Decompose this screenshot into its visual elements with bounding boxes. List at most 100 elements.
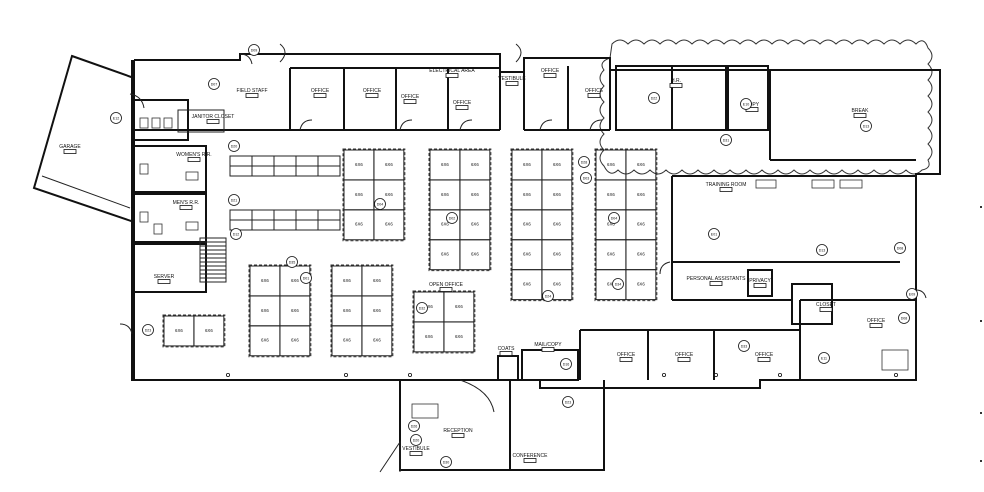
cubicle-label: 6X6 — [261, 338, 269, 343]
room-label: OFFICE — [585, 88, 604, 94]
cubicle-label: 6X6 — [637, 222, 645, 227]
cubicle-label: 6X6 — [425, 304, 433, 309]
cubicle-label: 6X6 — [441, 252, 449, 257]
room-number-tag — [505, 81, 519, 86]
callout-label: D35 — [289, 260, 296, 264]
callout-circle — [416, 302, 428, 314]
cubicle-label: 6X6 — [441, 162, 449, 167]
callout-label: D26 — [411, 424, 418, 428]
room-label: OFFICE — [363, 88, 382, 94]
cubicle-label: 6X6 — [343, 308, 351, 313]
room-number-tag — [541, 347, 555, 352]
callout-label: D13 — [863, 124, 870, 128]
callout-label: D23 — [565, 400, 572, 404]
callout-circle — [440, 456, 452, 468]
cubicle-label: 6X6 — [553, 192, 561, 197]
callout: D08 — [894, 242, 906, 254]
callout-circle — [906, 288, 918, 300]
callout-label: D22 — [651, 96, 658, 100]
room-label: CONFERENCE — [512, 453, 548, 459]
callout-label: D04 — [611, 216, 618, 220]
room-label: COATS — [498, 346, 516, 352]
floor-markers — [225, 372, 899, 377]
cubicle-label: 6X6 — [637, 162, 645, 167]
callout: D33 — [738, 340, 750, 352]
callout: D03 — [580, 172, 592, 184]
callout-circle — [562, 396, 574, 408]
cubicle-label: 6X6 — [373, 308, 381, 313]
callout-circle — [720, 134, 732, 146]
callout-circle — [446, 212, 458, 224]
callout-label: D02 — [449, 216, 456, 220]
room-number-tag — [245, 93, 259, 98]
callout-label: D30 — [443, 460, 450, 464]
callout: D26 — [408, 420, 420, 432]
callout-label: E10 — [743, 102, 749, 106]
callout: D20 — [228, 140, 240, 152]
callout-circle — [740, 98, 752, 110]
callout-label: D04 — [377, 202, 384, 206]
callout: D08 — [898, 312, 910, 324]
cubicle-label: 6X6 — [355, 222, 363, 227]
room-label: PRIVACY — [749, 278, 771, 284]
cubicle-label: 6X6 — [553, 282, 561, 287]
cubicle-label: 6X6 — [385, 162, 393, 167]
cubicle-label: 6X6 — [343, 278, 351, 283]
callout-label: D28 — [581, 160, 588, 164]
callout: D07 — [208, 78, 220, 90]
room-label: FIELD STAFF — [236, 88, 267, 94]
callout: E12 — [110, 112, 122, 124]
callout: D12 — [230, 228, 242, 240]
cubicle-label: 6X6 — [553, 222, 561, 227]
callout-circle — [816, 244, 828, 256]
callout-label: D09 — [251, 48, 258, 52]
cubicle-label: 6X6 — [291, 338, 299, 343]
revision-cloud — [599, 39, 933, 175]
room-number-tag — [445, 73, 459, 78]
room-number-tag — [869, 323, 883, 328]
callout: D34 — [612, 278, 624, 290]
cubicle-label: 6X6 — [471, 192, 479, 197]
callout-label: D21 — [231, 198, 238, 202]
callout: D02 — [446, 212, 458, 224]
callout-label: D12 — [233, 232, 240, 236]
callout-circle — [898, 312, 910, 324]
room-label: OFFICE — [541, 68, 560, 74]
callout-label: D16 — [563, 362, 570, 366]
cubicle-label: 6X6 — [455, 304, 463, 309]
room-label: WOMEN'S R.R. — [176, 152, 211, 158]
room-number-tag — [499, 351, 513, 356]
room-number-tag — [206, 119, 220, 124]
cubicle-label: 6X6 — [291, 308, 299, 313]
room-number-tag — [523, 458, 537, 463]
cubicle-label: 6X6 — [553, 252, 561, 257]
cubicle-label: 6X6 — [355, 192, 363, 197]
callout-circle — [374, 198, 386, 210]
callout-circle — [110, 112, 122, 124]
room-number-tag — [757, 357, 771, 362]
callout-circle — [560, 358, 572, 370]
callout-label: D20 — [231, 144, 238, 148]
room-number-tag — [157, 279, 171, 284]
cubicle-label: 6X6 — [523, 252, 531, 257]
room-label: OFFICE — [617, 352, 636, 358]
cubicle-label: 6X6 — [441, 222, 449, 227]
cubicle-label: 6X6 — [637, 282, 645, 287]
cubicle-label: 6X6 — [607, 162, 615, 167]
cubicle-label: 6X6 — [261, 278, 269, 283]
room-label: BREAK — [852, 108, 870, 114]
cubicle-label: 6X6 — [471, 162, 479, 167]
room-number-tag — [543, 73, 557, 78]
callout: D04 — [608, 212, 620, 224]
cubicle-label: 6X6 — [175, 328, 183, 333]
callout: D28 — [578, 156, 590, 168]
door-swings — [119, 43, 927, 335]
room-number-tag — [365, 93, 379, 98]
room-label: OFFICE — [755, 352, 774, 358]
callout: E11 — [818, 352, 830, 364]
callout: D32 — [416, 302, 428, 314]
garage-wall — [32, 54, 135, 224]
callout-label: D07 — [211, 82, 218, 86]
callout-circle — [248, 44, 260, 56]
